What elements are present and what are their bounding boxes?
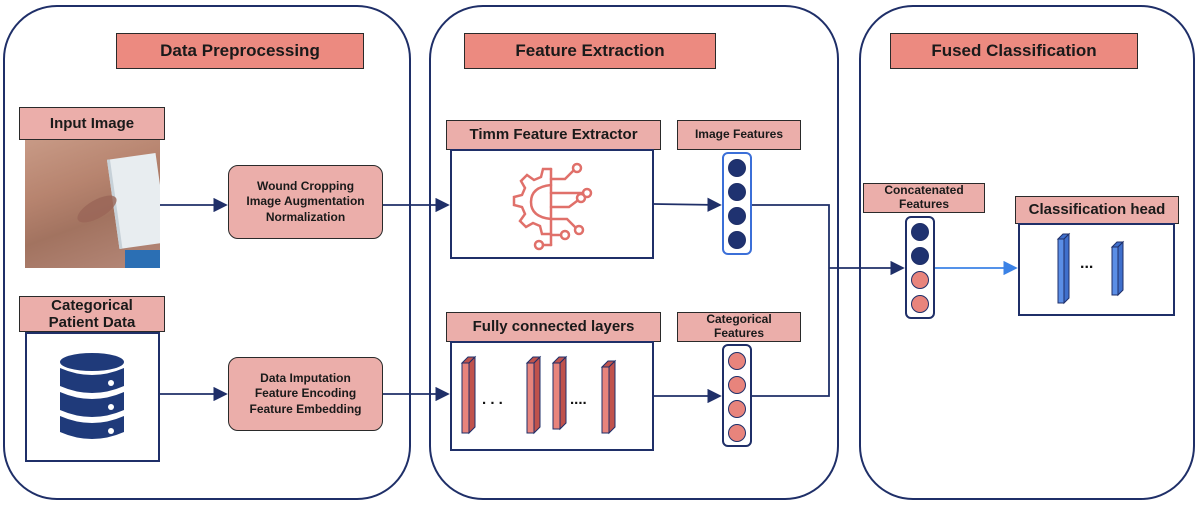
image-features-vector xyxy=(722,152,752,255)
data-step-2: Feature Encoding xyxy=(254,386,357,401)
data-preprocessing-header: Data Preprocessing xyxy=(116,33,364,69)
categorical-features-label: Categorical Features xyxy=(677,312,801,342)
categorical-features-vector xyxy=(722,344,752,447)
fc-ellipsis-2: .... xyxy=(570,391,587,408)
fc-layers-diagram xyxy=(460,355,617,435)
categorical-patient-data-label: Categorical Patient Data xyxy=(19,296,165,332)
categorical-label-line1: Categorical xyxy=(51,296,133,314)
fused-classification-header: Fused Classification xyxy=(890,33,1138,69)
feature-node xyxy=(728,231,746,249)
feature-extraction-header: Feature Extraction xyxy=(464,33,716,69)
database-box xyxy=(25,332,160,462)
concat-line1: Concatenated xyxy=(884,183,964,198)
data-step-1: Data Imputation xyxy=(260,370,351,385)
image-step-3: Normalization xyxy=(265,209,346,224)
feature-node xyxy=(728,159,746,177)
feature-node xyxy=(728,376,746,394)
data-step-3: Feature Embedding xyxy=(249,401,362,416)
categorical-features-line1: Categorical xyxy=(706,312,772,327)
image-preprocessing-steps: Wound Cropping Image Augmentation Normal… xyxy=(228,165,383,239)
feature-node xyxy=(911,247,929,265)
line-categorical-features-merge xyxy=(752,268,830,397)
head-ellipsis: ... xyxy=(1080,255,1094,272)
feature-node xyxy=(728,400,746,418)
concat-line2: Features xyxy=(898,197,950,211)
image-step-2: Image Augmentation xyxy=(246,194,365,209)
photo-glove xyxy=(125,250,160,268)
feature-node xyxy=(911,223,929,241)
feature-node xyxy=(911,295,929,313)
arrow-timm-to-features xyxy=(653,197,722,213)
data-preprocessing-steps: Data Imputation Feature Encoding Feature… xyxy=(228,357,383,431)
fc-layer-block xyxy=(600,359,617,435)
input-image-label: Input Image xyxy=(19,107,165,140)
categorical-label-line2: Patient Data xyxy=(48,314,136,331)
concatenated-features-vector xyxy=(905,216,935,319)
ai-gear-icon xyxy=(512,162,593,251)
fc-layers-box: . . . .... xyxy=(450,341,654,451)
classification-head-box: ... xyxy=(1018,223,1175,316)
classification-layers xyxy=(1056,232,1125,305)
feature-node xyxy=(728,352,746,370)
feature-node xyxy=(728,207,746,225)
fully-connected-layers-label: Fully connected layers xyxy=(446,312,661,342)
feature-node xyxy=(728,183,746,201)
fc-layer-block xyxy=(551,355,568,431)
image-step-1: Wound Cropping xyxy=(256,178,355,193)
head-layer-block xyxy=(1056,232,1071,305)
image-features-label: Image Features xyxy=(677,120,801,150)
fc-ellipsis-1: . . . xyxy=(482,391,503,408)
line-image-features-merge xyxy=(752,204,830,268)
database-icon xyxy=(60,353,124,439)
categorical-features-line2: Features xyxy=(713,326,765,340)
timm-extractor-box xyxy=(450,149,654,259)
fc-layer-block xyxy=(460,355,477,435)
timm-feature-extractor-label: Timm Feature Extractor xyxy=(446,120,661,150)
wound-photo xyxy=(25,140,160,268)
feature-node xyxy=(728,424,746,442)
fc-layer-block xyxy=(525,355,542,435)
concatenated-features-label: Concatenated Features xyxy=(863,183,985,213)
feature-node xyxy=(911,271,929,289)
head-layer-block xyxy=(1110,240,1125,297)
